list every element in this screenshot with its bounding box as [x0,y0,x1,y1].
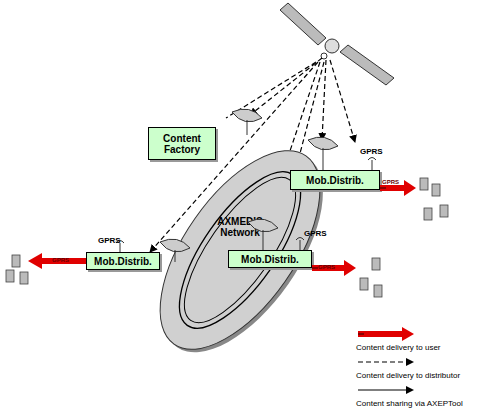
distributor-box: Mob.Distrib. [228,250,312,268]
delivery-arrows [28,180,416,276]
node-text: Mob.Distrib. [241,254,299,265]
network-label: GPRS [318,264,335,270]
node-text: AXMEDIS Network [210,216,270,238]
gprs-antennas [116,158,376,253]
network-label: GPRS [304,229,327,238]
legend-sample [356,327,416,341]
dish-antennas [160,109,338,262]
network-label: GPRS [98,236,121,245]
node-text: Mob.Distrib. [94,256,152,267]
distributor-box: Mob.Distrib. [86,252,160,270]
legend-text: Content sharing via AXEPTool [356,399,463,408]
content-factory-box: Content Factory [148,127,216,160]
distributor-box: Mob.Distrib. [290,170,380,190]
node-text: Content Factory [149,133,215,155]
legend-text: Content delivery to distributor [356,371,460,380]
network-label: GPRS [52,257,69,263]
legend-sample [356,355,416,369]
network-label: GPRS [382,179,399,185]
node-text: Mob.Distrib. [306,175,364,186]
mobile-phones [6,178,448,297]
network-label: GPRS [360,147,383,156]
satellite [280,3,394,85]
legend-sample [356,383,416,397]
legend-text: Content delivery to user [356,343,441,352]
